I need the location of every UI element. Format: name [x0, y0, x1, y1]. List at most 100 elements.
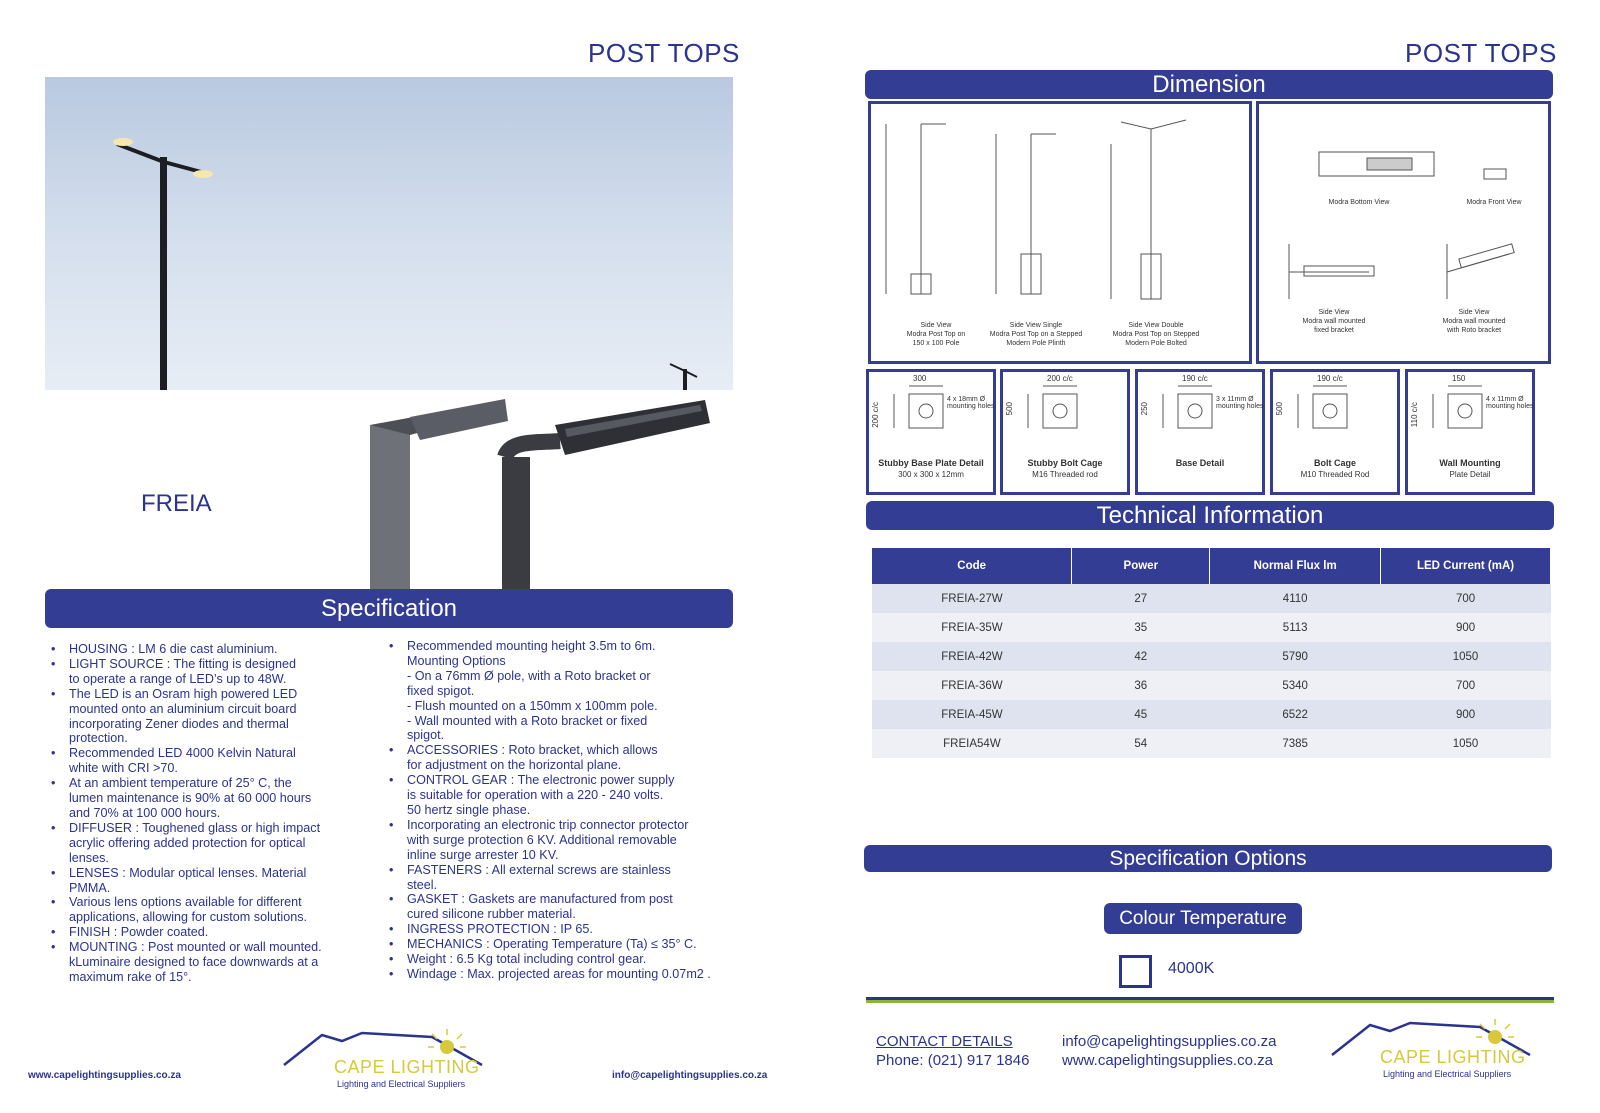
- detail-note: 3 x 11mm Ø mounting holes: [1216, 396, 1264, 410]
- pole-drawing-caption: Side View Single: [1009, 322, 1063, 329]
- logo-tagline-right: Lighting and Electrical Suppliers: [1383, 1069, 1512, 1079]
- spec-line: lenses.: [69, 850, 109, 865]
- view-drawing-caption: Side View: [1318, 309, 1350, 316]
- contact-email[interactable]: info@capelightingsupplies.co.za: [1062, 1033, 1277, 1050]
- contact-website[interactable]: www.capelightingsupplies.co.za: [1062, 1052, 1273, 1069]
- luminaire-render: [370, 399, 710, 590]
- table-cell: FREIA-45W: [872, 700, 1072, 729]
- colour-option-checkbox[interactable]: [1119, 955, 1152, 988]
- specification-banner: Specification: [45, 589, 733, 628]
- table-cell: 27: [1071, 584, 1210, 613]
- view-drawing-caption: Modra Front View: [1466, 199, 1522, 206]
- technical-table: Code Power Normal Flux lm LED Current (m…: [872, 548, 1551, 758]
- spec-line: - Flush mounted on a 150mm x 100mm pole.: [407, 698, 658, 713]
- spec-line: CONTROL GEAR : The electronic power supp…: [385, 773, 745, 788]
- pole-drawing-caption: 150 x 100 Pole: [912, 340, 960, 347]
- detail-subtitle: M10 Threaded Rod: [1300, 470, 1370, 479]
- view-drawing-caption: Modra wall mounted: [1302, 318, 1366, 325]
- footer-rule-green: [866, 1000, 1554, 1003]
- detail-title: Stubby Base Plate Detail: [878, 458, 984, 468]
- detail-drawing: [893, 385, 944, 429]
- pole-drawing-caption: Modern Pole Plinth: [1006, 340, 1066, 347]
- spec-line: is suitable for operation with a 220 - 2…: [407, 788, 664, 803]
- spec-line: MECHANICS : Operating Temperature (Ta) ≤…: [385, 937, 745, 952]
- colour-temperature-label: Colour Temperature: [1104, 903, 1302, 934]
- table-cell: 5340: [1209, 671, 1381, 700]
- spec-line: Windage : Max. projected areas for mount…: [385, 967, 745, 982]
- spec-line: LIGHT SOURCE : The fitting is designed: [47, 657, 377, 672]
- spec-options-banner: Specification Options: [864, 845, 1552, 872]
- footer-email[interactable]: info@capelightingsupplies.co.za: [612, 1070, 768, 1081]
- table-cell: 7385: [1209, 729, 1381, 758]
- detail-dimension: 200 c/c: [871, 402, 880, 428]
- table-cell: 6522: [1209, 700, 1381, 729]
- spec-line: INGRESS PROTECTION : IP 65.: [385, 922, 745, 937]
- mountain-logo-icon: [1331, 1019, 1531, 1057]
- logo-name-left: CAPE LIGHTING: [334, 1057, 480, 1077]
- detail-dimension: 250: [1140, 402, 1149, 416]
- pole-drawing-caption: Modra Post Top on a Stepped: [989, 331, 1083, 338]
- pole-drawing-caption: Side View Double: [1128, 322, 1184, 329]
- spec-line: for adjustment on the horizontal plane.: [407, 758, 622, 773]
- contact-phone: Phone: (021) 917 1846: [876, 1052, 1030, 1069]
- product-name: FREIA: [141, 490, 212, 517]
- spec-line: to operate a range of LED’s up to 48W.: [69, 671, 287, 686]
- detail-subtitle: 300 x 300 x 12mm: [898, 470, 964, 479]
- detail-note: 4 x 18mm Ø mounting holes: [947, 396, 995, 410]
- table-header-current: LED Current (mA): [1380, 548, 1551, 584]
- spec-line: kLuminaire designed to face downwards at…: [69, 955, 319, 970]
- spec-list-col2: Recommended mounting height 3.5m to 6m.M…: [385, 639, 745, 982]
- table-cell: 900: [1380, 700, 1551, 729]
- table-cell: FREIA54W: [872, 729, 1072, 758]
- table-header-code: Code: [872, 548, 1073, 584]
- table-cell: 45: [1071, 700, 1210, 729]
- detail-title: Base Detail: [1175, 458, 1225, 468]
- detail-dimension: 200 c/c: [1047, 374, 1073, 383]
- table-cell: 4110: [1209, 584, 1381, 613]
- spec-line: Mounting Options: [407, 653, 506, 668]
- spec-line: protection.: [69, 731, 128, 746]
- view-drawings: [1288, 151, 1515, 299]
- spec-line: Incorporating an electronic trip connect…: [385, 818, 745, 833]
- footer-rule-blue: [866, 997, 1554, 1000]
- spec-line: Recommended mounting height 3.5m to 6m.: [385, 639, 745, 654]
- contact-heading: CONTACT DETAILS: [876, 1033, 1013, 1050]
- footer-website[interactable]: www.capelightingsupplies.co.za: [28, 1070, 181, 1081]
- cape-lighting-logo-right: CAPE LIGHTING Lighting and Electrical Su…: [1330, 1015, 1540, 1085]
- table-cell: FREIA-27W: [872, 584, 1072, 613]
- spec-line: - On a 76mm Ø pole, with a Roto bracket …: [407, 668, 651, 683]
- right-page-title: POST TOPS: [1405, 38, 1557, 68]
- pole-drawing-caption: Modra Post Top on Stepped: [1112, 331, 1200, 338]
- spec-line: with surge protection 6 KV. Additional r…: [407, 832, 677, 847]
- view-drawing-caption: Modra Bottom View: [1328, 199, 1390, 206]
- spec-line: GASKET : Gaskets are manufactured from p…: [385, 892, 745, 907]
- view-drawing-caption: Modra wall mounted: [1442, 318, 1506, 325]
- spec-line: The LED is an Osram high powered LED: [47, 687, 377, 702]
- table-header-power: Power: [1071, 548, 1211, 584]
- detail-dimension: 500: [1005, 402, 1014, 416]
- detail-subtitle: M16 Threaded rod: [1032, 470, 1098, 479]
- table-cell: FREIA-35W: [872, 613, 1072, 642]
- detail-drawing: [1432, 385, 1483, 429]
- pole-drawing-caption: Side View: [920, 322, 952, 329]
- detail-drawing: [1162, 385, 1213, 429]
- detail-drawing: [1297, 385, 1348, 429]
- spec-line: fixed spigot.: [407, 683, 475, 698]
- detail-subtitle: Plate Detail: [1449, 470, 1491, 479]
- spec-line: At an ambient temperature of 25° C, the: [47, 776, 377, 791]
- spec-line: 50 hertz single phase.: [407, 802, 531, 817]
- streetlight-photo: [113, 138, 698, 390]
- left-page-title: POST TOPS: [588, 38, 740, 68]
- pole-drawings: [885, 119, 1187, 300]
- technical-info-banner: Technical Information: [866, 501, 1554, 530]
- detail-note: 4 x 11mm Ø mounting holes: [1486, 396, 1534, 410]
- colour-option-label: 4000K: [1168, 960, 1215, 977]
- detail-title: Stubby Bolt Cage: [1027, 458, 1103, 468]
- table-cell: FREIA-42W: [872, 642, 1072, 671]
